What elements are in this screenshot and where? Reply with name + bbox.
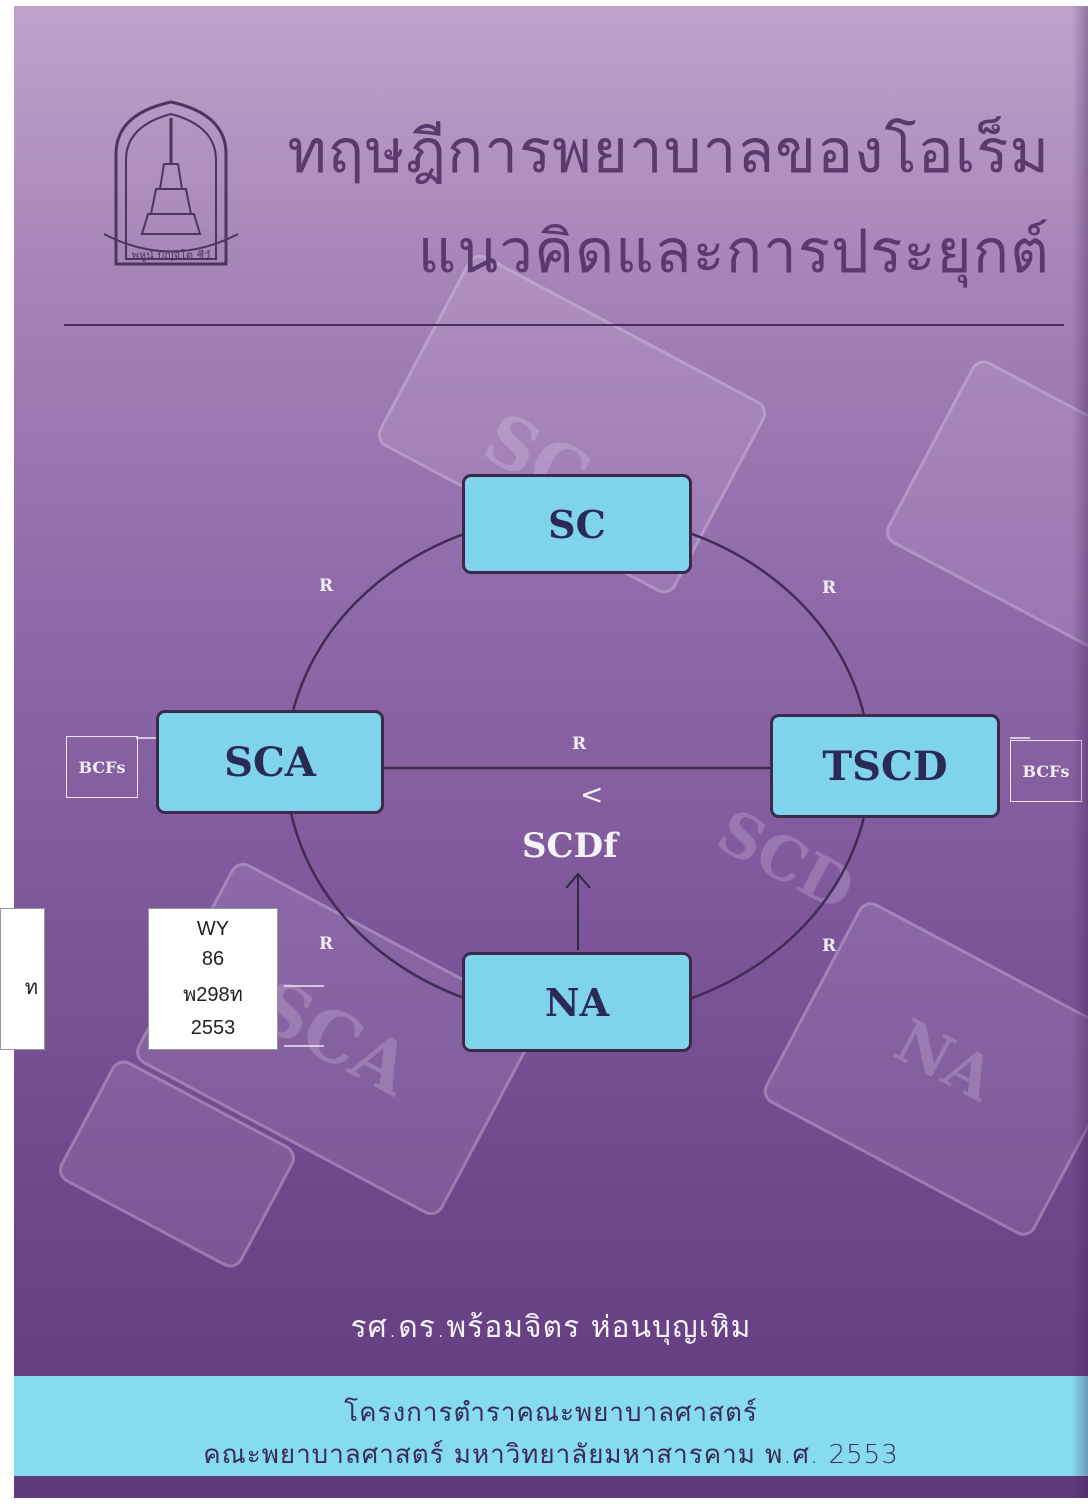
publisher-band xyxy=(14,1376,1088,1476)
relation-label-center: R xyxy=(572,734,587,754)
relation-label-bottom-right: R xyxy=(822,936,837,956)
node-sc: SC xyxy=(462,474,692,574)
svg-text:พหูนํ ปัญฺจิโต ชีวํ: พหูนํ ปัญฺจิโต ชีวํ xyxy=(132,248,211,262)
title-divider xyxy=(64,324,1064,326)
university-seal-icon: พหูนํ ปัญฺจิโต ชีวํ xyxy=(103,100,239,266)
node-sca: SCA xyxy=(156,710,384,814)
publisher-line-1: โครงการตำราคณะพยาบาลศาสตร์ xyxy=(344,1398,758,1428)
call-number-line-2: 86 xyxy=(201,948,225,971)
center-symbol: < xyxy=(580,778,604,811)
node-na: NA xyxy=(462,952,692,1052)
publisher-line-2: คณะพยาบาลศาสตร์ มหาวิทยาลัยมหาสารคาม พ.ศ… xyxy=(203,1440,899,1470)
author-name: รศ.ดร.พร้อมจิตร ห่อนบุญเหิม xyxy=(350,1310,752,1345)
call-number-line-1: WY xyxy=(196,918,230,941)
call-number-line-3: พ298ท xyxy=(183,983,243,1006)
center-label: SCDf xyxy=(522,826,618,866)
bcfs-label-right: BCFs xyxy=(1010,740,1082,802)
node-tscd: TSCD xyxy=(770,714,1000,818)
call-number-line-4: 2553 xyxy=(190,1016,236,1039)
title-line-1: ทฤษฎีการพยาบาลของโอเร็ม xyxy=(287,117,1050,187)
relation-label-top-left: R xyxy=(319,576,334,596)
spine-label-sticker: ท xyxy=(0,908,45,1050)
spine-label-text: ท xyxy=(24,977,38,999)
title-line-2: แนวคิดและการประยุกต์ xyxy=(417,217,1050,287)
bcfs-label-left: BCFs xyxy=(66,736,138,798)
relation-label-bottom-left: R xyxy=(319,934,334,954)
call-number-sticker: WY 86 พ298ท 2553 xyxy=(148,908,278,1050)
book-cover: SC SCD NA SCA พหูนํ ปัญฺจิโต ชีวํ ทฤษฎีก… xyxy=(14,6,1088,1498)
relation-label-top-right: R xyxy=(822,578,837,598)
